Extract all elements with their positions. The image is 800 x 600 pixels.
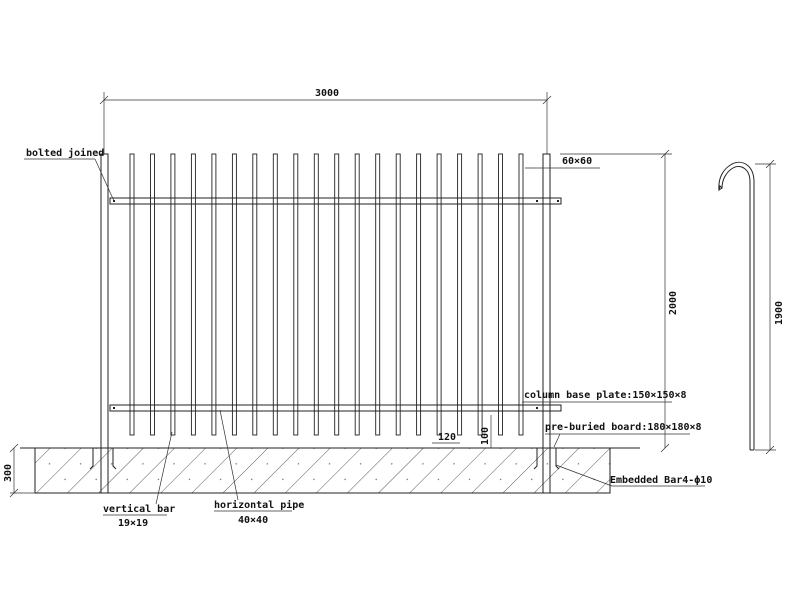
base-plate-callout: column base plate:150×150×8 [522, 390, 687, 403]
vertical-bar-label: vertical bar [103, 503, 175, 515]
horizontal-pipe-label: horizontal pipe [214, 499, 304, 511]
base-plate-label: column base plate:150×150×8 [524, 390, 687, 401]
horizontal-pipe-callout: horizontal pipe 40×40 [214, 409, 304, 526]
right-base-anchor [533, 447, 560, 470]
height-label: 2000 [668, 291, 679, 315]
picket [498, 153, 503, 436]
depth-label: 300 [3, 464, 14, 482]
left-post [100, 153, 109, 494]
left-base-anchor [89, 447, 117, 470]
bottom-rail [109, 404, 562, 412]
width-dimension: 3000 [99, 88, 552, 154]
picket [272, 153, 278, 436]
picket [334, 153, 340, 436]
picket [129, 153, 135, 436]
embedded-bar-label: Embedded Bar4-ϕ10 [610, 475, 712, 486]
picket [436, 153, 442, 436]
picket [170, 153, 176, 436]
bolted-joined-label: bolted joined [26, 147, 104, 159]
pickets [129, 153, 524, 436]
horizontal-pipe-size: 40×40 [238, 515, 268, 526]
picket-detail: 1900 [718, 159, 785, 455]
picket [190, 153, 196, 436]
picket [313, 153, 319, 436]
picket-spacing-dimension: 120 100 [432, 415, 492, 448]
gap-label: 100 [480, 427, 491, 445]
picket [457, 153, 463, 436]
picket [395, 153, 401, 436]
picket [518, 153, 524, 436]
picket-length-label: 1900 [774, 301, 785, 325]
post-size-callout: 60×60 [525, 156, 600, 169]
picket [354, 153, 360, 436]
bolted-joined-callout: bolted joined [24, 147, 115, 202]
picket [416, 153, 422, 436]
foundation-depth-dimension: 300 [3, 443, 35, 498]
picket [231, 153, 237, 436]
right-post [542, 153, 551, 494]
embedded-bar-callout: Embedded Bar4-ϕ10 [555, 464, 712, 487]
pre-buried-label: pre-buried board:180×180×8 [545, 421, 702, 433]
vertical-bar-size: 19×19 [118, 518, 148, 529]
picket [477, 153, 483, 436]
vertical-bar-callout: vertical bar 19×19 [103, 431, 175, 529]
picket [293, 153, 299, 436]
picket [375, 153, 381, 436]
width-label: 3000 [315, 88, 339, 99]
post-size-label: 60×60 [562, 156, 592, 167]
spacing-label: 120 [438, 432, 456, 443]
picket [150, 153, 155, 436]
pre-buried-board-callout: pre-buried board:180×180×8 [545, 421, 702, 448]
height-dimension: 2000 [560, 149, 679, 453]
picket [252, 153, 258, 436]
picket [211, 153, 217, 436]
